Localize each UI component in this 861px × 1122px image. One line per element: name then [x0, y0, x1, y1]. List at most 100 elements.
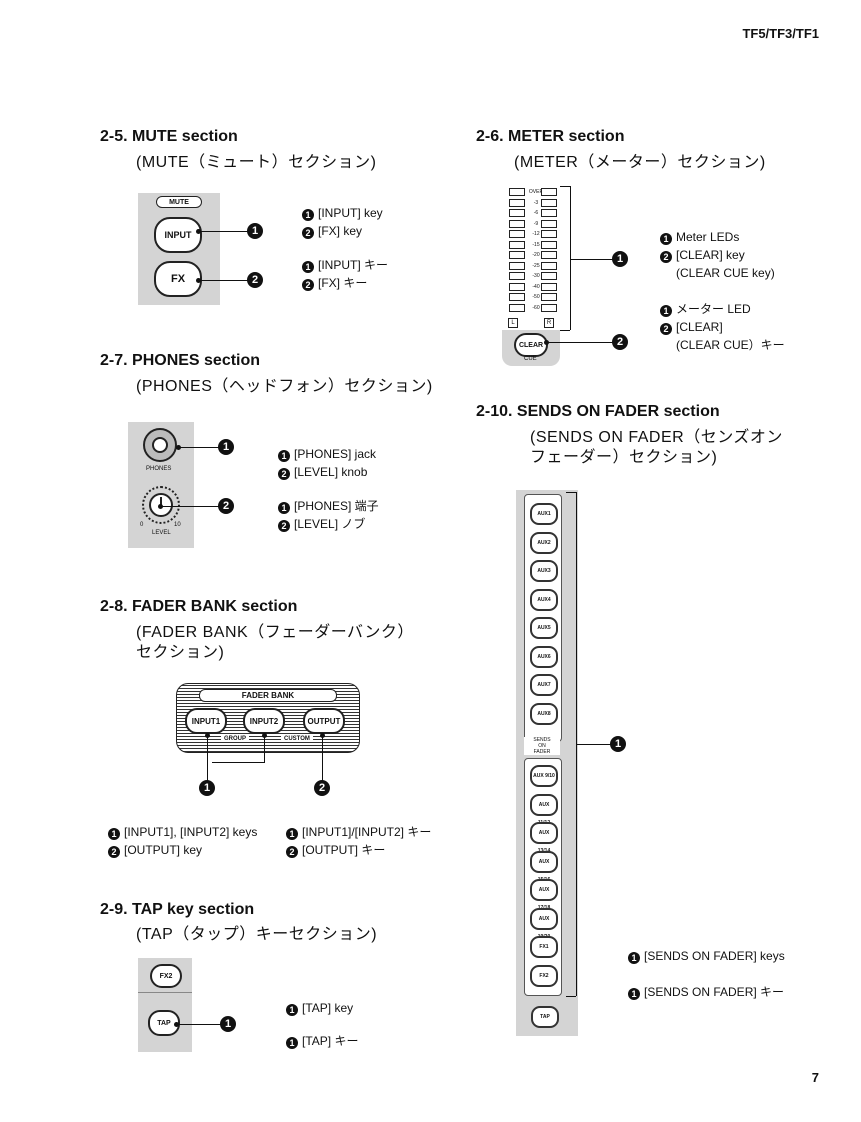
- meter-led-l: [509, 219, 525, 228]
- tap-section-subtitle: (TAP（タップ）キーセクション): [136, 926, 378, 943]
- meter-led-row: -40: [505, 282, 557, 291]
- page-number: 7: [811, 1070, 819, 1085]
- input-key[interactable]: INPUT: [154, 217, 202, 253]
- mute-notes-ja: 1[INPUT] キー 2[FX] キー: [302, 256, 388, 292]
- meter-led-l: [509, 282, 525, 291]
- mute-section-title: 2-5. MUTE section: [100, 128, 238, 145]
- meter-led-r: [541, 230, 557, 238]
- sends-key-aux3[interactable]: AUX3: [530, 560, 558, 582]
- meter-led-label: -9: [533, 220, 539, 227]
- meter-led-l: [509, 240, 525, 249]
- fader-bank-notes-ja: 1[INPUT1]/[INPUT2] キー 2[OUTPUT] キー: [286, 823, 431, 859]
- meter-led-label: -6: [533, 210, 539, 216]
- sends-key-aux7[interactable]: AUX7: [530, 674, 558, 696]
- meter-led-row: -6: [505, 209, 557, 217]
- meter-led-r: [541, 251, 557, 259]
- callout-2: 2: [218, 498, 234, 514]
- sends-key-aux-19-20[interactable]: AUX 19/20: [530, 907, 558, 940]
- meter-led-row: -25: [505, 261, 557, 270]
- sends-label-1: SENDS: [533, 737, 551, 743]
- meter-led-r: [541, 188, 557, 196]
- input2-key[interactable]: INPUT2: [243, 708, 285, 734]
- sends-key-aux-9-10[interactable]: AUX 9/10: [530, 765, 558, 787]
- note-fx-key: [FX] key: [318, 224, 363, 238]
- sends-key-fx1[interactable]: FX1: [530, 936, 558, 958]
- callout-1: 1: [218, 439, 234, 455]
- level-label: LEVEL: [152, 530, 171, 536]
- mute-panel-label: MUTE: [156, 196, 202, 208]
- sends-label-3: FADER: [533, 749, 551, 755]
- sends-key-aux5[interactable]: AUX5: [530, 617, 558, 639]
- custom-label: CUSTOM: [281, 736, 313, 742]
- meter-led-l: [509, 198, 525, 207]
- output-key[interactable]: OUTPUT: [303, 708, 345, 734]
- meter-led-r: [541, 282, 557, 291]
- meter-led-label: OVER: [528, 189, 544, 195]
- sends-key-aux-17-18[interactable]: AUX 17/18: [530, 879, 558, 911]
- mute-notes-en: 1[INPUT] key 2[FX] key: [302, 204, 383, 240]
- sends-label-2: ON: [538, 743, 546, 749]
- sends-key-aux8[interactable]: AUX8: [530, 702, 558, 725]
- fx2-key[interactable]: FX2: [150, 964, 182, 988]
- fx-key[interactable]: FX: [154, 261, 202, 297]
- meter-led-l: [509, 209, 525, 217]
- meter-led-l: [509, 188, 525, 196]
- fader-bank-section-subtitle: (FADER BANK（フェーダーバンク）: [136, 624, 414, 641]
- callout-1: 1: [220, 1016, 236, 1032]
- meter-section-title: 2-6. METER section: [476, 128, 625, 145]
- tap-notes-ja: 1[TAP] キー: [286, 1032, 358, 1050]
- note-input-key: [INPUT] key: [318, 206, 383, 220]
- sends-key-aux4[interactable]: AUX4: [530, 588, 558, 611]
- meter-led-row: -20: [505, 251, 557, 259]
- meter-led-label: -60: [532, 304, 540, 311]
- meter-led-label: -3: [533, 199, 539, 206]
- sends-key-aux-15-16[interactable]: AUX 15/16: [530, 850, 558, 883]
- meter-led-r: [541, 198, 557, 207]
- phones-jack: [143, 428, 177, 462]
- callout-2: 2: [612, 334, 628, 350]
- mute-panel-illustration: MUTE INPUT FX: [138, 193, 220, 305]
- sends-key-fx2[interactable]: FX2: [530, 964, 558, 987]
- meter-led-row: -30: [505, 272, 557, 280]
- meter-led-l: [509, 303, 525, 312]
- meter-led-row: OVER: [505, 188, 557, 196]
- meter-led-label: -12: [532, 231, 540, 237]
- meter-led-row: -60: [505, 303, 557, 312]
- phones-label: PHONES: [146, 466, 172, 472]
- phones-section-title: 2-7. PHONES section: [100, 352, 261, 369]
- fader-bank-section-title: 2-8. FADER BANK section: [100, 598, 298, 615]
- sends-key-aux2[interactable]: AUX2: [530, 531, 558, 554]
- tap-notes-en: 1[TAP] key: [286, 999, 353, 1017]
- meter-led-l: [509, 251, 525, 259]
- input1-key[interactable]: INPUT1: [185, 708, 227, 734]
- meter-led-l: [509, 293, 525, 301]
- sends-key-aux-11-12[interactable]: AUX 11/12: [530, 793, 558, 826]
- meter-led-r: [541, 240, 557, 249]
- meter-led-row: -9: [505, 219, 557, 228]
- phones-notes-ja: 1[PHONES] 端子 2[LEVEL] ノブ: [278, 497, 379, 533]
- clear-key[interactable]: CLEAR: [514, 333, 548, 357]
- sends-section-subtitle: (SENDS ON FADER（センズオン: [530, 429, 783, 446]
- callout-1: 1: [199, 780, 215, 796]
- sends-tap-key[interactable]: TAP: [531, 1006, 559, 1028]
- meter-led-row: -3: [505, 198, 557, 207]
- meter-led-l: [509, 230, 525, 238]
- callout-2: 2: [247, 272, 263, 288]
- sends-key-aux1[interactable]: AUX1: [530, 503, 558, 525]
- callout-1: 1: [610, 736, 626, 752]
- sends-key-aux-13-14[interactable]: AUX 13/14: [530, 822, 558, 854]
- meter-led-row: -50: [505, 293, 557, 301]
- meter-led-label: -40: [532, 283, 540, 290]
- cue-label: CUE: [524, 356, 537, 362]
- meter-led-label: -50: [532, 294, 540, 300]
- group-label: GROUP: [221, 736, 250, 742]
- callout-2: 2: [314, 780, 330, 796]
- meter-led-label: -25: [532, 262, 540, 269]
- sends-notes-en: 1[SENDS ON FADER] keys: [628, 947, 785, 965]
- meter-led-r: [541, 293, 557, 301]
- sends-key-aux6[interactable]: AUX6: [530, 645, 558, 668]
- phones-panel: PHONES 0 10 LEVEL: [128, 422, 194, 548]
